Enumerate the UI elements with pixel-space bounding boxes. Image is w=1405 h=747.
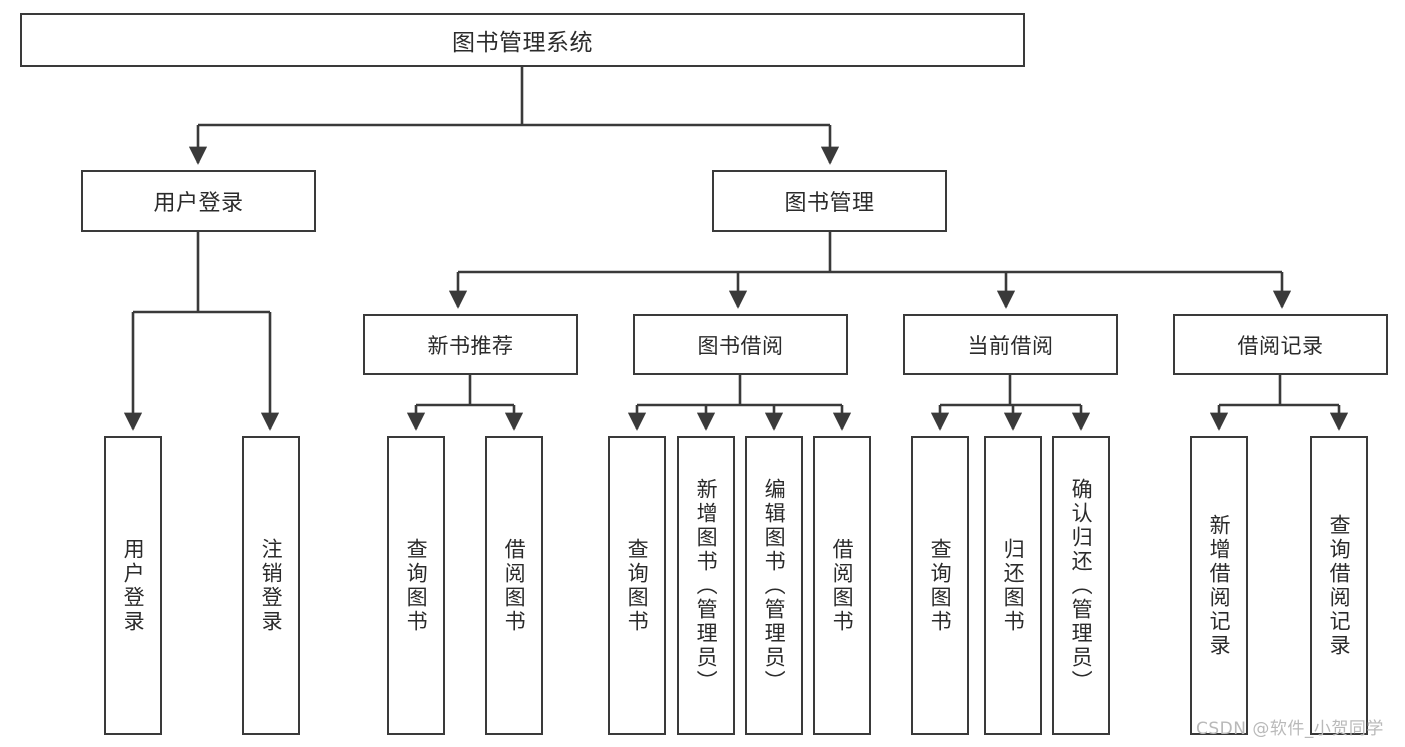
node-root-label: 图书管理系统 (452, 30, 593, 56)
node-leaf-user-login-label: 用户登录 (121, 537, 146, 634)
node-leaf-confirm-return[interactable]: 确认归还（管理员） (1052, 436, 1110, 735)
node-leaf-add-book[interactable]: 新增图书（管理员） (677, 436, 735, 735)
node-book-management[interactable]: 图书管理 (712, 170, 947, 232)
node-borrow-record-label: 借阅记录 (1237, 333, 1324, 358)
node-leaf-query-book-2[interactable]: 查询图书 (608, 436, 666, 735)
node-leaf-borrow-book-2[interactable]: 借阅图书 (813, 436, 871, 735)
node-book-borrow-label: 图书借阅 (697, 333, 784, 358)
node-leaf-query-book-3-label: 查询图书 (928, 537, 953, 634)
node-leaf-edit-book-label: 编辑图书（管理员） (762, 477, 787, 694)
node-leaf-query-borrow-record[interactable]: 查询借阅记录 (1310, 436, 1368, 735)
node-leaf-borrow-book-1[interactable]: 借阅图书 (485, 436, 543, 735)
node-leaf-return-book[interactable]: 归还图书 (984, 436, 1042, 735)
node-new-book-recommend-label: 新书推荐 (427, 333, 514, 358)
node-current-borrow[interactable]: 当前借阅 (903, 314, 1118, 375)
node-user-login[interactable]: 用户登录 (81, 170, 316, 232)
node-leaf-logout-login[interactable]: 注销登录 (242, 436, 300, 735)
node-leaf-confirm-return-label: 确认归还（管理员） (1069, 477, 1094, 694)
node-leaf-edit-book[interactable]: 编辑图书（管理员） (745, 436, 803, 735)
node-leaf-query-book-1-label: 查询图书 (404, 537, 429, 634)
node-leaf-add-borrow-record-label: 新增借阅记录 (1207, 513, 1232, 658)
node-leaf-query-borrow-record-label: 查询借阅记录 (1327, 513, 1352, 658)
node-borrow-record[interactable]: 借阅记录 (1173, 314, 1388, 375)
node-new-book-recommend[interactable]: 新书推荐 (363, 314, 578, 375)
node-leaf-user-login[interactable]: 用户登录 (104, 436, 162, 735)
node-leaf-add-borrow-record[interactable]: 新增借阅记录 (1190, 436, 1248, 735)
node-book-borrow[interactable]: 图书借阅 (633, 314, 848, 375)
node-leaf-add-book-label: 新增图书（管理员） (694, 477, 719, 694)
node-root[interactable]: 图书管理系统 (20, 13, 1025, 67)
node-current-borrow-label: 当前借阅 (967, 333, 1054, 358)
node-leaf-query-book-1[interactable]: 查询图书 (387, 436, 445, 735)
node-leaf-query-book-3[interactable]: 查询图书 (911, 436, 969, 735)
node-leaf-logout-login-label: 注销登录 (259, 537, 284, 634)
node-user-login-label: 用户登录 (153, 191, 244, 216)
node-leaf-return-book-label: 归还图书 (1001, 537, 1026, 634)
node-leaf-borrow-book-1-label: 借阅图书 (502, 537, 527, 634)
node-book-management-label: 图书管理 (784, 191, 875, 216)
node-leaf-borrow-book-2-label: 借阅图书 (830, 537, 855, 634)
node-leaf-query-book-2-label: 查询图书 (625, 537, 650, 634)
